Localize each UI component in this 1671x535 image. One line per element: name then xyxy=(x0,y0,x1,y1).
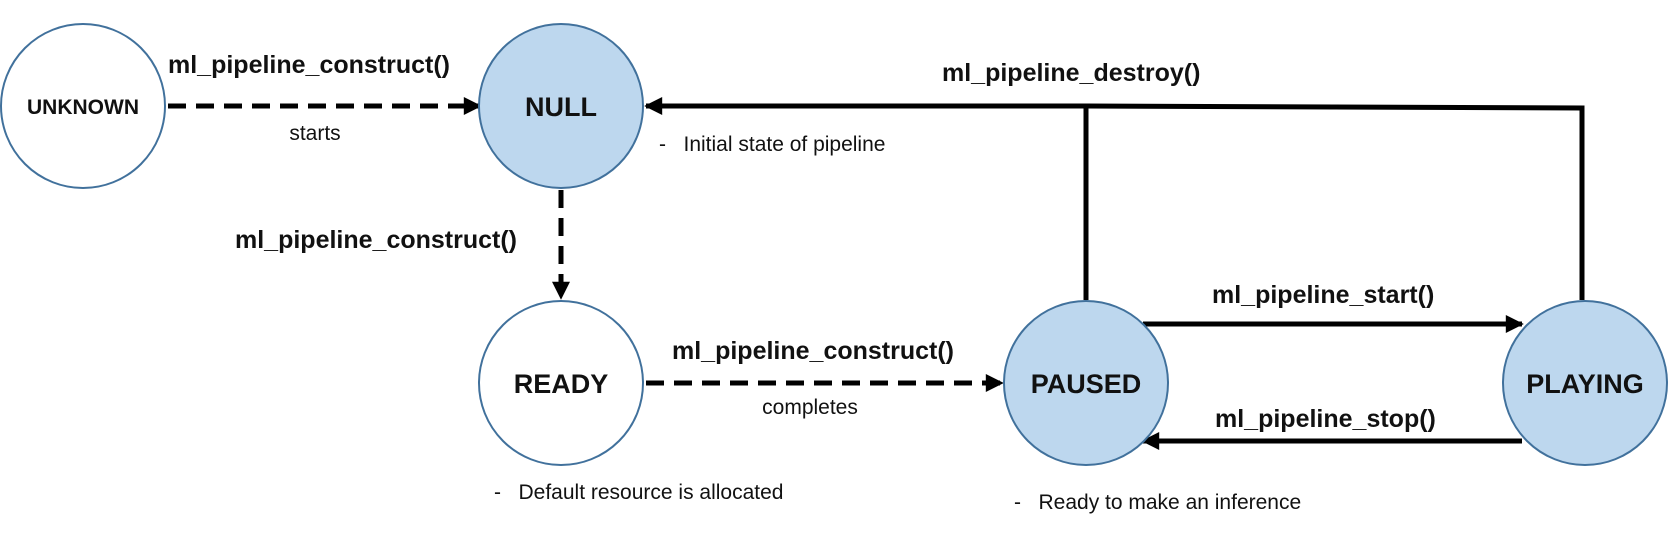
state-paused-label: PAUSED xyxy=(1031,369,1142,399)
note-null: - Initial state of pipeline xyxy=(659,133,885,156)
state-paused-circle xyxy=(1003,300,1169,466)
state-ready-circle xyxy=(478,300,644,466)
state-playing: PLAYING xyxy=(1502,300,1668,466)
state-ready: READY xyxy=(478,300,644,466)
state-null-circle xyxy=(478,23,644,189)
unknown-to-null-label: ml_pipeline_construct() xyxy=(168,51,450,79)
state-playing-circle xyxy=(1502,300,1668,466)
destroy-label: ml_pipeline_destroy() xyxy=(942,59,1200,87)
state-null-label: NULL xyxy=(525,92,597,122)
state-unknown: UNKNOWN xyxy=(0,23,166,189)
note-paused: - Ready to make an inference xyxy=(1014,491,1301,514)
stop-label: ml_pipeline_stop() xyxy=(1215,405,1436,433)
ready-to-paused-label: ml_pipeline_construct() xyxy=(672,337,954,365)
destroy-line-playing xyxy=(1085,103,1585,300)
state-unknown-circle xyxy=(0,23,166,189)
state-ready-label: READY xyxy=(514,369,609,399)
state-unknown-label: UNKNOWN xyxy=(27,96,139,119)
note-ready: - Default resource is allocated xyxy=(494,481,783,504)
state-paused: PAUSED xyxy=(1003,300,1169,466)
transition-destroy xyxy=(644,97,1585,300)
ready-to-paused-sublabel: completes xyxy=(762,396,858,419)
state-playing-label: PLAYING xyxy=(1526,369,1644,399)
state-null: NULL xyxy=(478,23,644,189)
start-label: ml_pipeline_start() xyxy=(1212,281,1434,309)
null-to-ready-label: ml_pipeline_construct() xyxy=(235,226,517,254)
unknown-to-null-sublabel: starts xyxy=(289,122,340,145)
